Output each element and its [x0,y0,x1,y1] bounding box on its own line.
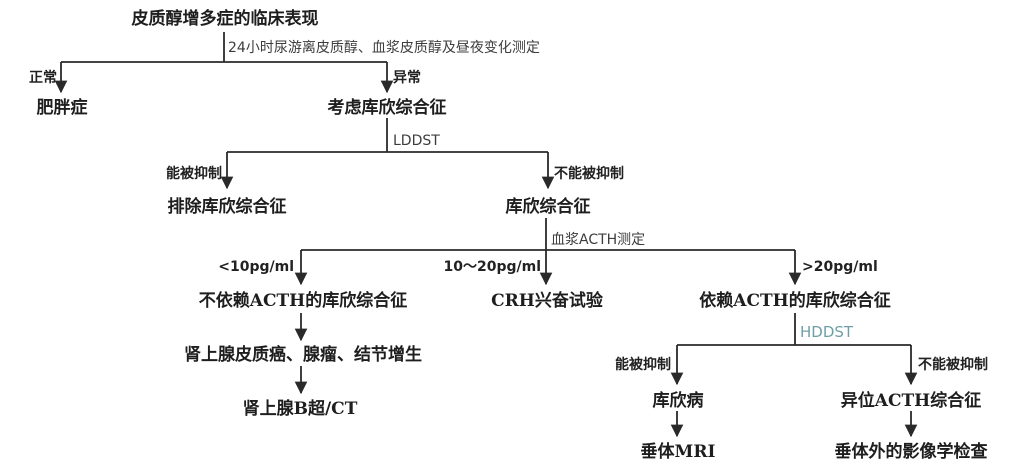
label-normal: 正常 [29,69,57,86]
node-cushing-disease: 库欣病 [653,390,704,411]
label-range: 10～20pg/ml [443,259,541,275]
node-acth-dependent: 依赖ACTH的库欣综合征 [699,290,890,311]
node-adrenal-ct: 肾上腺B超/CT [243,398,358,419]
label-not-suppressed-2: 不能被抑制 [918,356,988,373]
node-obesity: 肥胖症 [37,97,88,118]
node-extra-pituitary-imaging: 垂体外的影像学检查 [835,441,989,462]
label-suppressed-1: 能被抑制 [166,165,222,182]
test-plasma-acth: 血浆ACTH测定 [551,232,645,248]
node-suspect: 考虑库欣综合征 [327,97,447,118]
node-crh-test: CRH兴奋试验 [491,290,604,311]
node-adrenal-lesions: 肾上腺皮质癌、腺瘤、结节增生 [184,344,422,365]
label-not-suppressed-1: 不能被抑制 [554,165,624,182]
test-hddst: HDDST [800,323,854,341]
label-suppressed-2: 能被抑制 [615,356,671,373]
node-ectopic-acth: 异位ACTH综合征 [841,390,981,411]
edges [54,32,918,438]
node-acth-independent: 不依赖ACTH的库欣综合征 [199,290,407,311]
node-exclude: 排除库欣综合征 [168,196,287,217]
test-24h-cortisol: 24小时尿游离皮质醇、血浆皮质醇及昼夜变化测定 [228,39,540,56]
label-gt20: >20pg/ml [802,259,878,275]
node-pituitary-mri: 垂体MRI [641,441,716,462]
test-lddst: LDDST [393,133,440,149]
node-cushing: 库欣综合征 [506,196,591,217]
node-root: 皮质醇增多症的临床表现 [132,8,319,29]
label-lt10: <10pg/ml [218,259,294,275]
label-abnormal: 异常 [393,69,421,86]
